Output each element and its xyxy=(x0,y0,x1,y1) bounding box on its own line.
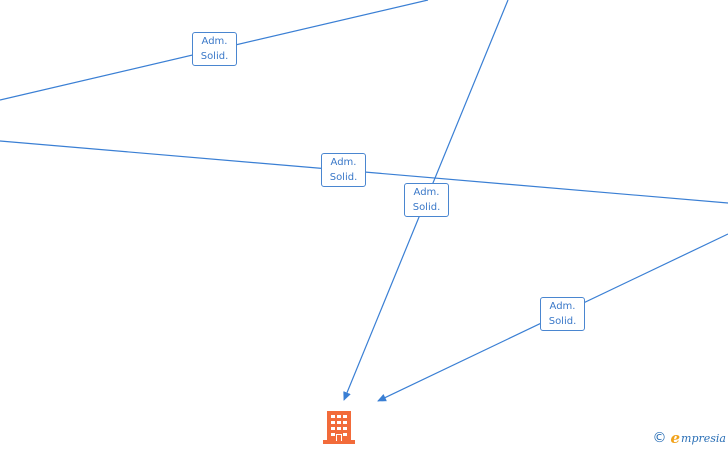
brand-watermark: © e mpresia xyxy=(652,429,726,447)
brand-logo-initial: e xyxy=(670,429,681,447)
edge-label-3[interactable]: Adm. Solid. xyxy=(404,183,449,217)
edge-label-4-line1: Adm. xyxy=(549,301,576,312)
edge-label-4[interactable]: Adm. Solid. xyxy=(540,297,585,331)
edge-label-1-line1: Adm. xyxy=(201,36,228,47)
edge-label-2[interactable]: Adm. Solid. xyxy=(321,153,366,187)
edge-label-3-line2: Solid. xyxy=(412,202,441,213)
edge-label-2-line1: Adm. xyxy=(330,157,357,168)
company-node[interactable] xyxy=(322,409,356,445)
copyright-symbol: © xyxy=(652,430,667,446)
edge-label-3-line1: Adm. xyxy=(413,187,440,198)
edge-label-1-line2: Solid. xyxy=(200,51,229,62)
brand-logo-text: mpresia xyxy=(681,431,726,445)
building-icon xyxy=(323,411,355,444)
edge-label-4-line2: Solid. xyxy=(548,316,577,327)
edge-label-1[interactable]: Adm. Solid. xyxy=(192,32,237,66)
edge-label-2-line2: Solid. xyxy=(329,172,358,183)
